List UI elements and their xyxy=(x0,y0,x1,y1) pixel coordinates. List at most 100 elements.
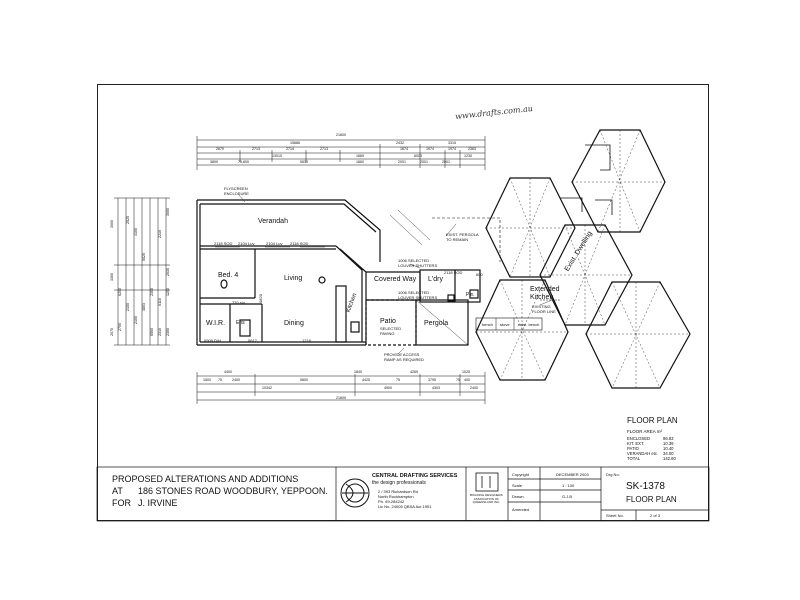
label-louver-2: 1006 SELECTED LOUVER SHUTTERS xyxy=(398,290,438,300)
dim-bot-16: 4303 xyxy=(432,386,440,390)
association-logo xyxy=(475,472,499,492)
dim-bot-5: 1500 xyxy=(203,378,211,382)
dim-bot-2: 1840 xyxy=(354,370,362,374)
label-stove: stove xyxy=(500,322,510,327)
dim-left-17: 2030 xyxy=(166,268,170,276)
dim-left-5: 2210 xyxy=(158,230,162,238)
dim-top-2: 2432 xyxy=(396,141,404,145)
label-louver-1: 1006 SELECTED LOUVER SHUTTERS xyxy=(398,258,438,268)
dim-top-8: 1674 xyxy=(400,147,408,151)
title-block-grid xyxy=(96,466,710,522)
dim-left-10: 3803 xyxy=(142,303,146,311)
room-patio: Patio xyxy=(380,318,396,325)
room-pergola: Pergola xyxy=(424,320,449,327)
label-sod-2: 2118 SOD xyxy=(290,241,309,246)
drawing-number: SK-1378 xyxy=(626,481,665,492)
copyright-label: Copyright xyxy=(512,472,530,477)
project-at-label: AT xyxy=(112,486,123,496)
dim-top-4: 2670 xyxy=(216,147,224,151)
dim-top-11: 2363 xyxy=(468,147,476,151)
room-wir: W.I.R. xyxy=(206,320,226,327)
label-flyscreen: FLYSCREEN ENCLOSURE xyxy=(224,186,249,196)
label-luv-2: 2104 Luv xyxy=(266,241,283,246)
room-dining: Dining xyxy=(284,320,304,327)
company-name: CENTRAL DRAFTING SERVICES xyxy=(372,473,458,479)
dim-top-5: 2713 xyxy=(252,147,260,151)
company-logo xyxy=(340,478,370,508)
dim-top-6: 2714 xyxy=(286,147,294,151)
floor-area-row: VERANDAH etc.34.00 xyxy=(627,451,674,456)
dim-bot-7: 2400 xyxy=(232,378,240,382)
dim-bot-6: 75 xyxy=(218,378,222,382)
dim-top-18: 5530 xyxy=(300,160,308,164)
room-laundry: L'dry xyxy=(428,276,443,283)
dim-bot-14: 10342 xyxy=(262,386,272,390)
company-address-1: 2 / 393 Richardson Rd xyxy=(378,489,418,494)
dim-top-overall: 21600 xyxy=(336,133,346,137)
association-name: BUILDING DESIGNERS ASSOCIATION OF QUEENS… xyxy=(470,493,503,505)
label-dh: 0909 D/H xyxy=(204,338,221,343)
company-address-2: North Rockhampton xyxy=(378,494,414,499)
room-verandah: Verandah xyxy=(258,218,288,225)
dim-left-16: 3000 xyxy=(166,208,170,216)
amended-label: Amended xyxy=(512,507,530,512)
project-client: J. IRVINE xyxy=(138,498,178,508)
dim-top-13: 1669 xyxy=(356,154,364,158)
label-exist-bench: exist. bench xyxy=(518,322,540,327)
dim-bot-1: 4400 xyxy=(224,370,232,374)
dim-bot-17: 2400 xyxy=(470,386,478,390)
dim-left-6: 3300 xyxy=(110,273,114,281)
label-access-ramp: PROVIDE ACCESS RAMP AS REQUIRED xyxy=(384,352,424,362)
dim-top-16: 3800 xyxy=(210,160,218,164)
room-ens: Ens xyxy=(236,320,245,326)
dim-bot-4: 1025 xyxy=(462,370,470,374)
sheet-title: FLOOR PLAN xyxy=(626,495,677,504)
dim-left-9: 2100 xyxy=(134,316,138,324)
project-title: PROPOSED ALTERATIONS AND ADDITIONS xyxy=(112,474,299,484)
dim-top-10: 1974 xyxy=(448,147,456,151)
copyright-value: DECEMBER 2003 xyxy=(556,472,589,477)
scale-value: 1 : 100 xyxy=(562,483,575,488)
dim-top-9: 1974 xyxy=(426,147,434,151)
top-dimension-lines xyxy=(196,136,486,170)
label-exist-pergola: EXIST. PERGOLA TO REMAIN xyxy=(446,232,479,242)
dim-left-1: 3000 xyxy=(110,220,114,228)
room-powder: Pw. xyxy=(466,292,475,298)
dim-bot-15: 4900 xyxy=(384,386,392,390)
floor-area-row: KIT. EXT.10.39 xyxy=(627,441,674,446)
dim-left-19: 2700 xyxy=(118,323,122,331)
dim-left-20: 2070 xyxy=(110,328,114,336)
dim-top-14: 6003 xyxy=(414,154,422,158)
dim-left-15: 2300 xyxy=(166,328,170,336)
scale-label: Scale xyxy=(512,483,523,488)
label-sod-3: 2118 SOD xyxy=(444,270,463,275)
room-covered-way: Covered Way xyxy=(374,276,417,283)
dim-bot-13: 400 xyxy=(464,378,470,382)
floor-area-heading: FLOOR AREA m² xyxy=(627,429,663,434)
dim-top-7: 2713 xyxy=(320,147,328,151)
drawn-value: G.J.B xyxy=(562,494,573,499)
sheet-number-value: 2 of 3 xyxy=(650,513,661,518)
label-600: 600 xyxy=(476,272,483,277)
dim-left-18: 1200 xyxy=(166,288,170,296)
dim-top-19: 1660 xyxy=(356,160,364,164)
project-for-label: FOR xyxy=(112,498,131,508)
dim-left-8: 2100 xyxy=(126,303,130,311)
dim-bot-12: 75 xyxy=(456,378,460,382)
company-licence: Lic No. 24005 QBSA Act 1991 xyxy=(378,504,432,509)
dim-bot-3: 4269 xyxy=(410,370,418,374)
bottom-dimension-lines xyxy=(196,372,486,404)
left-dimension-lines xyxy=(114,197,170,346)
dim-top-22: 2001 xyxy=(442,160,450,164)
label-luv-1: 2104 Luv xyxy=(238,241,255,246)
dim-top-1: 15686 xyxy=(290,141,300,145)
dim-left-11: 2300 xyxy=(150,288,154,296)
company-tagline: the design professionals xyxy=(372,480,426,486)
drawing-number-label: Drg No. xyxy=(606,472,620,477)
project-address: 186 STONES ROAD WOODBURY, YEPPOON. xyxy=(138,486,328,496)
dim-left-12: 0110 xyxy=(157,298,162,306)
dim-top-17: 75,600 xyxy=(238,160,249,164)
